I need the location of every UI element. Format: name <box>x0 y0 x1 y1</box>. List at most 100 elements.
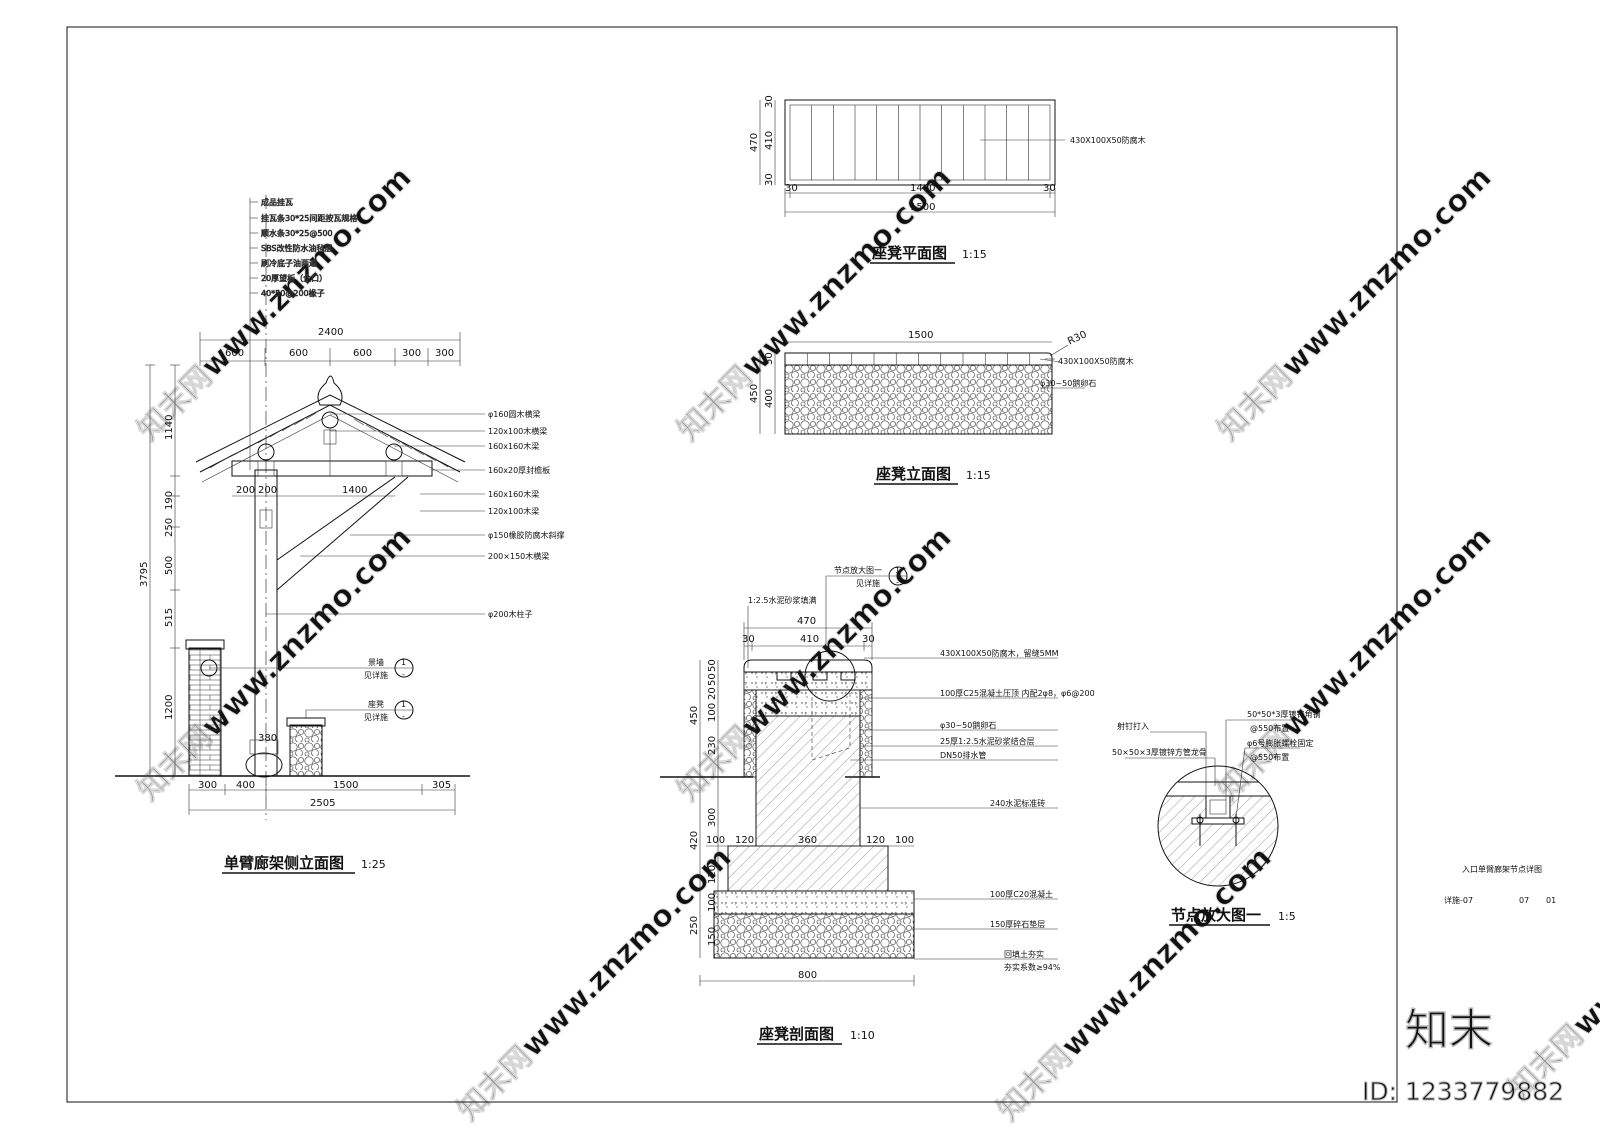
dim-label: 30 <box>742 634 755 645</box>
beam-note: φ200木柱子 <box>488 609 533 619</box>
dim-label: 100 <box>707 703 718 722</box>
side-elevation-scale: 1:25 <box>361 858 386 871</box>
callout-sub: - <box>402 670 405 679</box>
detail-title: 节点放大图一 <box>1171 906 1261 924</box>
elevation-note: φ30~50鹅卵石 <box>1040 378 1096 388</box>
roof-layer-label: 20厚望板（企口） <box>261 273 327 283</box>
section-scale: 1:10 <box>850 1029 875 1042</box>
titleblock-name: 入口单臂廊架节点详图 <box>1462 864 1542 874</box>
dim-label: 300 <box>198 780 217 791</box>
section-note: 100厚C20混凝土 <box>990 889 1053 899</box>
detail-note: @550布置 <box>1250 723 1289 733</box>
dim-label: 420 <box>689 831 700 850</box>
seat-plan: 430X100X50防腐木 30 1440 30 1500 470 410 30… <box>749 95 1146 264</box>
detail-note: 50×50×3厚镀锌方管龙骨 <box>1112 747 1207 757</box>
beam-note: 120x100木横梁 <box>488 426 547 436</box>
elevation-title: 座凳立面图 <box>875 465 951 483</box>
dim-label: 450 <box>749 384 760 403</box>
dim-label: 50 <box>764 352 775 365</box>
dim-label: 30 <box>1043 183 1056 194</box>
detail-scale: 1:5 <box>1278 910 1296 923</box>
section-note: 240水泥标准砖 <box>990 798 1045 808</box>
section-note: φ30~50鹅卵石 <box>940 720 996 730</box>
beam-note: 160x20厚封檐板 <box>488 465 550 475</box>
side-elevation: 成品挂瓦挂瓦条30*25间距按瓦规格顺水条30*25@500SBS改性防水油毡层… <box>115 195 565 874</box>
dim-label: 30 <box>785 183 798 194</box>
dim-label: 1500 <box>910 202 935 213</box>
dim-label: 3795 <box>139 562 150 587</box>
section-note: 150厚碎石垫层 <box>990 919 1045 929</box>
dim-label: 450 <box>689 706 700 725</box>
dim-label: 150 <box>707 927 718 946</box>
detail-note: φ6号膨胀螺栓固定 <box>1247 738 1313 748</box>
side-elevation-title: 单臂廊架侧立面图 <box>224 854 344 872</box>
dim-label: 1440 <box>910 183 935 194</box>
plan-title: 座凳平面图 <box>871 244 947 262</box>
callout-num: 1 <box>401 658 406 667</box>
callout-num: 1 <box>401 700 406 709</box>
callout-num: 1 <box>895 566 900 575</box>
detail-note: @550布置 <box>1250 752 1289 762</box>
dim-label: 100 <box>706 835 725 846</box>
beam-note: 160x160木梁 <box>488 489 539 499</box>
dim-label: 250 <box>164 518 175 537</box>
dim-label: 1500 <box>333 780 358 791</box>
dim-label: 200 <box>236 485 255 496</box>
detail-note: 射钉打入 <box>1117 721 1149 731</box>
callout-ref: 见详施 <box>856 578 880 588</box>
detail-enlargement: 射钉打入 50*50*3厚镀锌角钢 @550布置 50×50×3厚镀锌方管龙骨 … <box>1112 709 1320 926</box>
callout-sub: - <box>896 578 899 587</box>
beam-note: φ160圆木横梁 <box>488 409 541 419</box>
dim-label: 1140 <box>164 415 175 440</box>
dim-label: 2505 <box>310 798 335 809</box>
dim-label: 30 <box>764 95 775 108</box>
beam-note: 160x160木梁 <box>488 441 539 451</box>
dim-label: 600 <box>353 348 372 359</box>
dim-label: 410 <box>764 131 775 150</box>
dim-label: 2400 <box>318 327 343 338</box>
dim-label: 500 <box>164 556 175 575</box>
callout-sub: - <box>402 712 405 721</box>
dim-label: 230 <box>707 736 718 755</box>
callout-label: 座凳 <box>368 699 384 709</box>
section-note: 430X100X50防腐木，留缝5MM <box>940 648 1059 658</box>
dim-label: 600 <box>289 348 308 359</box>
dim-label: 410 <box>800 634 819 645</box>
section-title: 座凳剖面图 <box>758 1025 834 1043</box>
callout-label: 节点放大图一 <box>834 565 882 575</box>
titleblock-num: 01 <box>1546 896 1556 905</box>
drawing-frame <box>66 26 1398 1103</box>
watermark-text: 知末网www.znzmo.com <box>451 840 739 1128</box>
beam-note: 120x100木梁 <box>488 506 539 516</box>
roof-layer-label: 挂瓦条30*25间距按瓦规格 <box>261 213 357 223</box>
dim-label: 1400 <box>342 485 367 496</box>
dim-label: 300 <box>402 348 421 359</box>
roof-layer-label: 刷冷底子油两遍 <box>261 258 317 268</box>
dim-label: 600 <box>225 348 244 359</box>
section-note: 25厚1:2.5水泥砂浆结合层 <box>940 736 1035 746</box>
plan-scale: 1:15 <box>962 248 987 261</box>
dim-label: 120 <box>707 865 718 884</box>
section-note: DN50排水管 <box>940 750 986 760</box>
section-note: 回填土夯实 <box>1004 949 1044 959</box>
dim-label: 120 <box>866 835 885 846</box>
dim-label: 1500 <box>908 330 933 341</box>
callout-ref: 见详施 <box>364 670 388 680</box>
elevation-note: 430X100X50防腐木 <box>1058 356 1134 366</box>
dim-label: 30 <box>862 634 875 645</box>
dim-label: 305 <box>432 780 451 791</box>
roof-layer-label: SBS改性防水油毡层 <box>261 243 333 253</box>
dim-label: 250 <box>689 916 700 935</box>
dim-label: 120 <box>735 835 754 846</box>
dim-label: 515 <box>164 608 175 627</box>
section-note: 100厚C25混凝土压顶 内配2φ8，φ6@200 <box>940 688 1095 698</box>
dim-label: 470 <box>749 133 760 152</box>
detail-note: 50*50*3厚镀锌角钢 <box>1247 709 1320 719</box>
seat-elevation: 1500 R30 450 50 400 430X100X50防腐木 φ30~50… <box>749 329 1134 485</box>
seat-section: 470 30 410 30 50 50 20 100 450 230 300 4… <box>660 565 1095 1045</box>
dim-label: 100 <box>707 893 718 912</box>
title-block: 入口单臂廊架节点详图 详施-07 07 01 <box>1444 864 1556 905</box>
dim-label: 200 <box>258 485 277 496</box>
roof-layer-label: 顺水条30*25@500 <box>261 228 333 238</box>
dim-label: 30 <box>764 173 775 186</box>
